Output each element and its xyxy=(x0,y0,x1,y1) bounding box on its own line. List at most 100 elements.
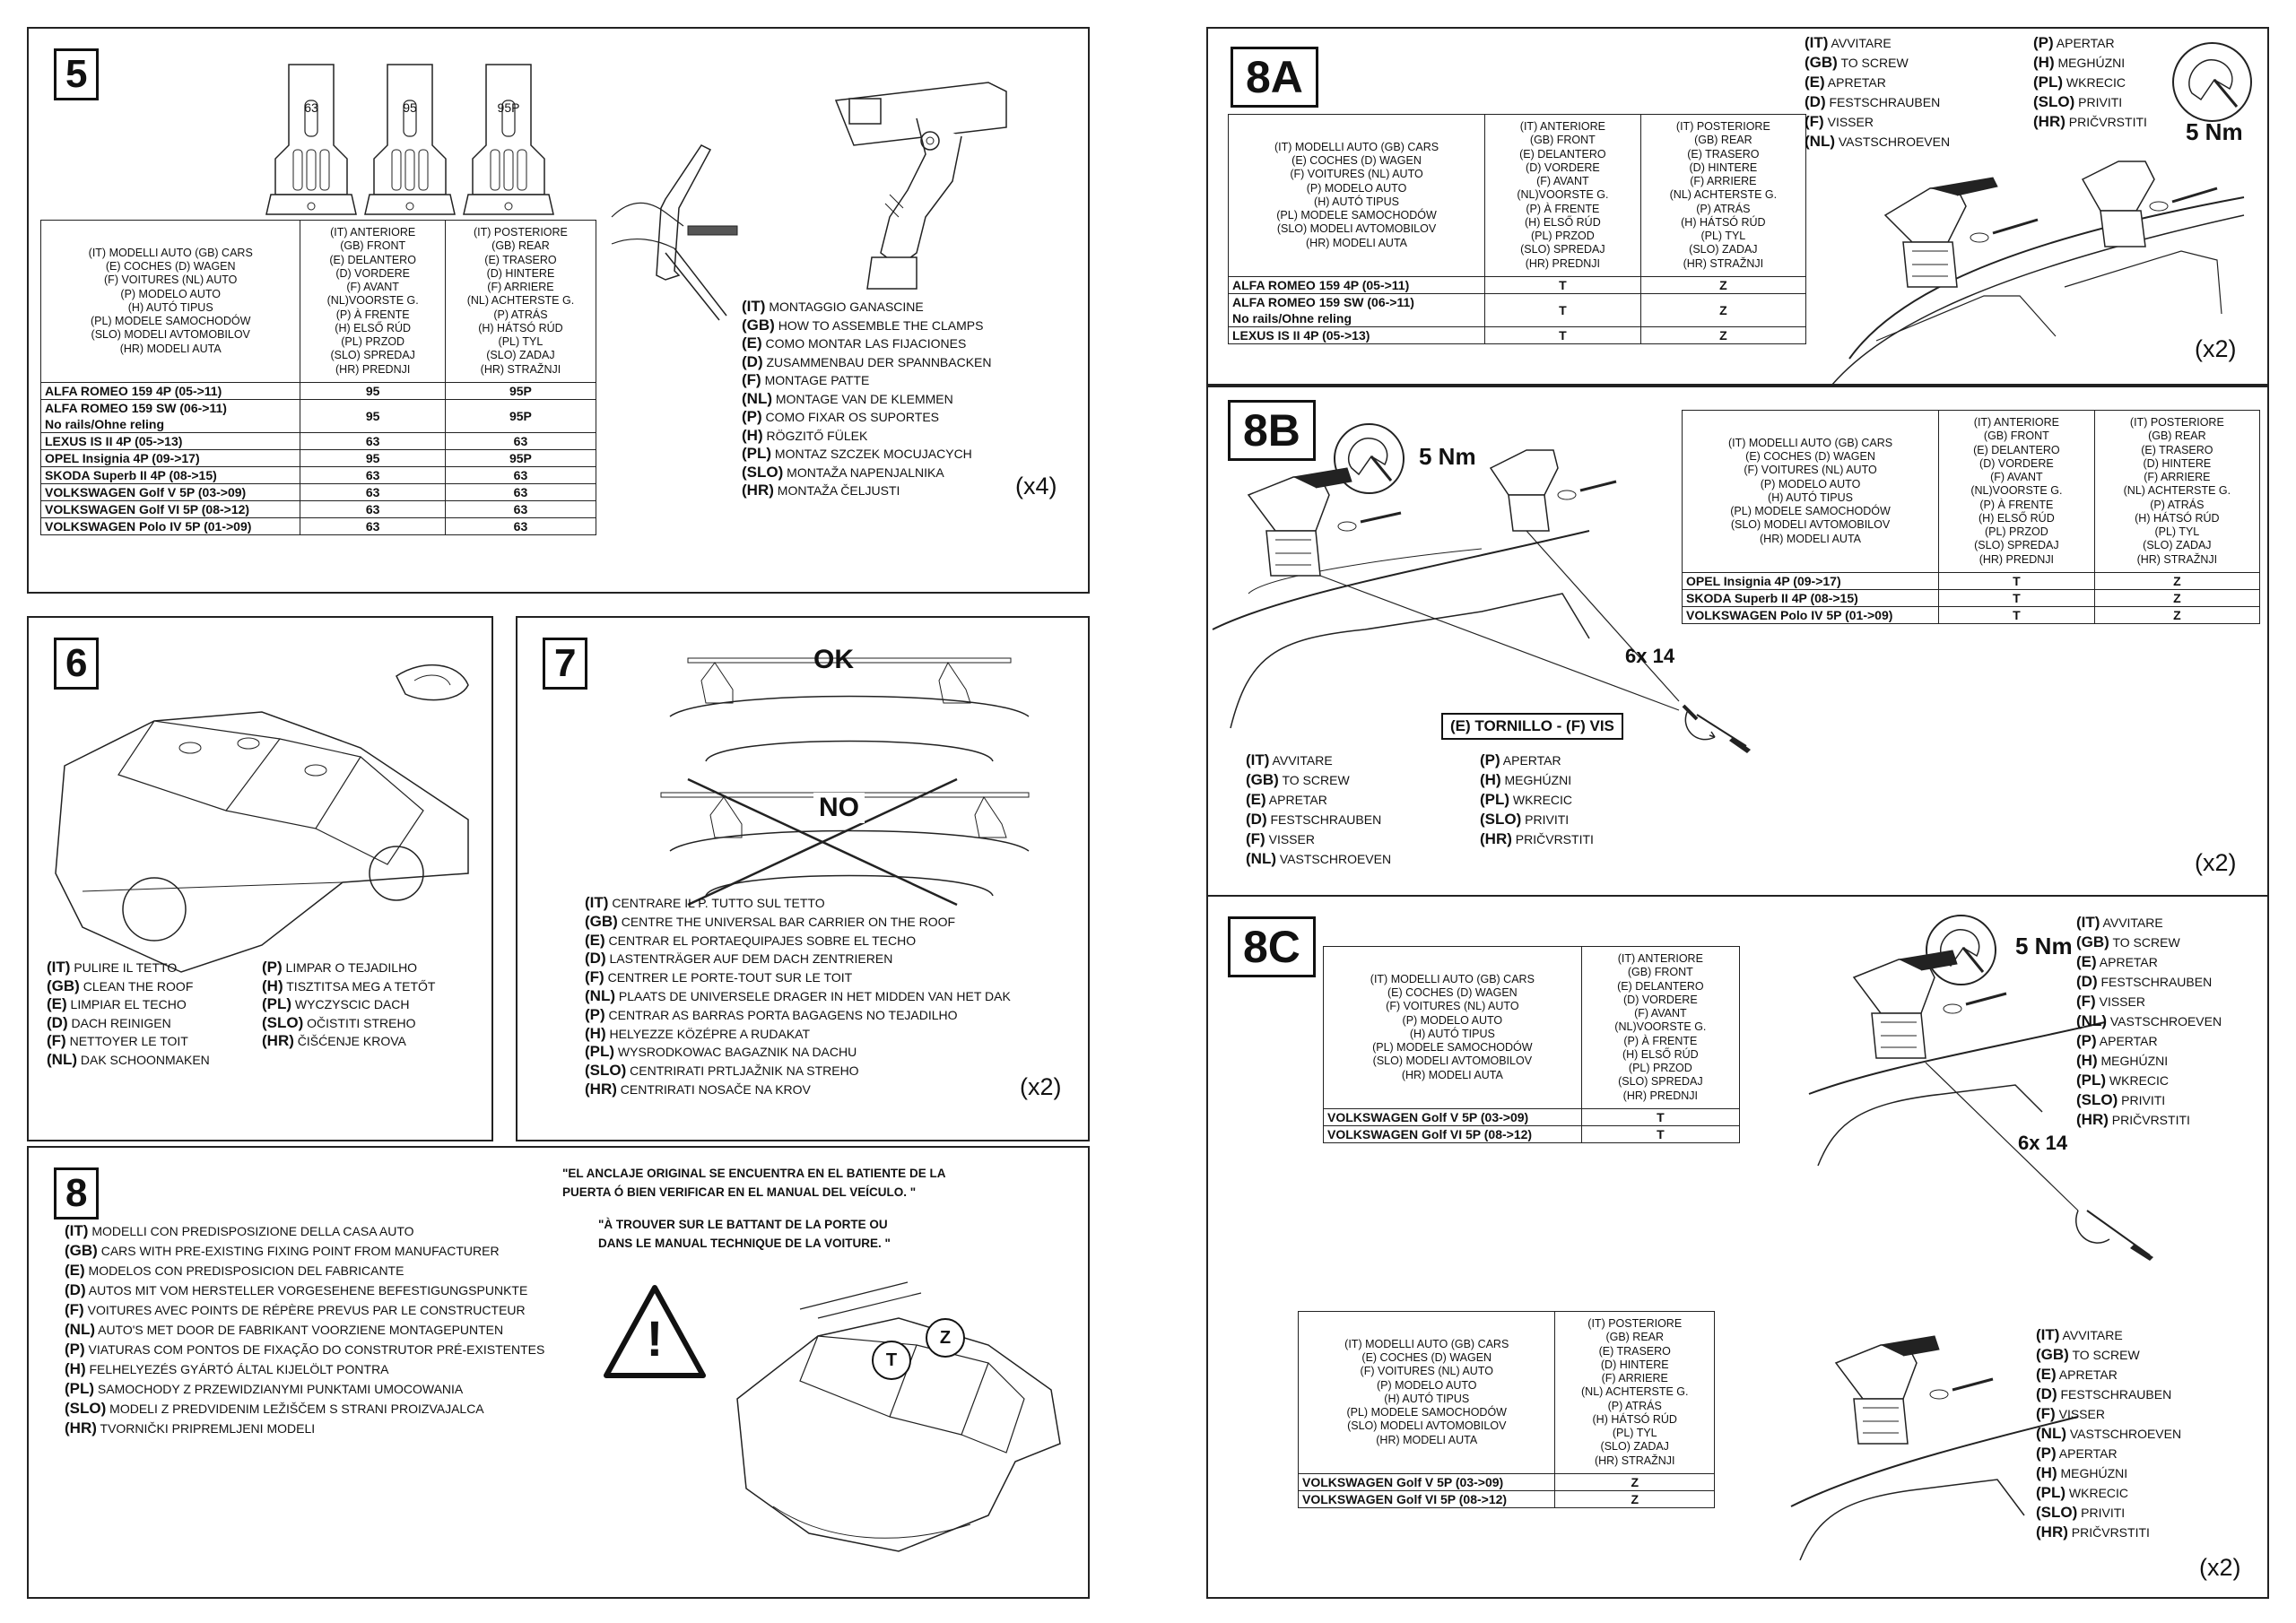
language-code: (E) xyxy=(65,1262,85,1279)
header-line: (PL) MODELE SAMOCHODÓW xyxy=(1730,505,1891,518)
language-code: (E) xyxy=(2076,953,2097,970)
instruction-text: PRIČVRSTITI xyxy=(2108,1113,2190,1127)
instruction-line: (H) FELHELYEZÉS GYÁRTÓ ÁLTAL KIJELÖLT PO… xyxy=(65,1359,544,1379)
header-line: (IT) ANTERIORE xyxy=(330,226,416,239)
header-line: (HR) MODELI AUTA xyxy=(1401,1068,1503,1081)
header-line: (E) COCHES (D) WAGEN xyxy=(105,260,236,273)
step-number: 8B xyxy=(1228,400,1316,461)
header-line: (PL) TYL xyxy=(498,335,544,348)
table-cell-rear: 95P xyxy=(444,381,597,400)
language-code: (D) xyxy=(1246,811,1267,828)
language-code: (GB) xyxy=(65,1242,98,1259)
instruction-line: (D) DACH REINIGEN xyxy=(47,1014,210,1033)
header-line: (E) TRASERO xyxy=(1598,1344,1671,1358)
header-line: (PL) MODELE SAMOCHODÓW xyxy=(90,315,251,328)
multiplier-x2: (x2) xyxy=(2195,335,2237,362)
instruction-text: CENTRIRATI PRTLJAŽNIK NA STREHO xyxy=(626,1063,859,1079)
header-line: (H) AUTÓ TIPUS xyxy=(1314,195,1399,208)
instruction-text: VASTSCHROEVEN xyxy=(2106,1014,2222,1028)
language-code: (SLO) xyxy=(262,1013,304,1031)
table-header-row: (IT) MODELLI AUTO (GB) CARS(E) COCHES (D… xyxy=(1323,946,1741,1109)
header-line: (IT) ANTERIORE xyxy=(1973,416,2059,429)
panel-8c: 8C (IT) MODELLI AUTO (GB) CARS(E) COCHES… xyxy=(1206,895,2269,1599)
header-line: (GB) REAR xyxy=(491,239,550,253)
instruction-text: MONTAŽA NAPENJALNIKA xyxy=(783,464,944,480)
language-code: (F) xyxy=(742,371,761,388)
instruction-text: MODELLI CON PREDISPOSIZIONE DELLA CASA A… xyxy=(88,1224,414,1238)
language-code: (IT) xyxy=(47,959,71,976)
instruction-line: (D) ZUSAMMENBAU DER SPANNBACKEN xyxy=(742,353,992,372)
header-line: (HR) STRAŽNJI xyxy=(480,362,561,376)
header-line: (F) AVANT xyxy=(1990,471,2043,483)
instruction-line: (HR) PRIČVRSTITI xyxy=(2076,1110,2222,1130)
language-code: (PL) xyxy=(2076,1072,2107,1089)
language-code: (NL) xyxy=(1805,133,1835,150)
header-line: (H) HÁTSÓ RÚD xyxy=(1681,215,1766,229)
header-front: (IT) ANTERIORE(GB) FRONT(E) DELANTERO(D)… xyxy=(1484,114,1641,277)
language-code: (E) xyxy=(742,334,762,352)
screw-instructions-col: (P) APERTAR(H) MEGHÚZNI(PL) WKRECIC(SLO)… xyxy=(2033,33,2147,132)
table-cell-model: VOLKSWAGEN Polo IV 5P (01->09) xyxy=(39,516,301,535)
instruction-line: (E) APRETAR xyxy=(1246,790,1391,810)
language-code: (NL) xyxy=(1246,850,1276,867)
instruction-line: (GB) TO SCREW xyxy=(1246,770,1391,790)
header-line: (IT) MODELLI AUTO (GB) CARS xyxy=(1727,436,1893,449)
table-cell-model: VOLKSWAGEN Golf VI 5P (08->12) xyxy=(1323,1124,1582,1143)
language-code: (E) xyxy=(2036,1366,2057,1383)
centering-diagram xyxy=(652,636,1047,905)
instruction-line: (NL) DAK SCHOONMAKEN xyxy=(47,1051,210,1070)
table-cell-model: LEXUS IS II 4P (05->13) xyxy=(1227,325,1486,344)
language-code: (PL) xyxy=(65,1380,95,1397)
instruction-text: WKRECIC xyxy=(2063,75,2126,90)
multiplier-x2: (x2) xyxy=(2195,849,2237,876)
table-cell-model: SKODA Superb II 4P (08->15) xyxy=(39,465,301,484)
instruction-text: AVVITARE xyxy=(1828,36,1892,50)
table-row: VOLKSWAGEN Golf VI 5P (08->12)T xyxy=(1323,1124,1741,1143)
car-fixing-points-illustration xyxy=(719,1282,1069,1551)
instruction-line: (IT) MONTAGGIO GANASCINE xyxy=(742,298,992,317)
instruction-line: (P) CENTRAR AS BARRAS PORTA BAGAGENS NO … xyxy=(585,1006,1011,1025)
table-cell-front: T xyxy=(1938,605,2095,624)
clamp-label: 95P xyxy=(497,100,520,115)
header-line: (F) VOITURES (NL) AUTO xyxy=(1360,1365,1493,1378)
header-line: (E) DELANTERO xyxy=(1519,147,1606,161)
header-line: (P) ATRÁS xyxy=(1696,202,1751,215)
header-line: (F) AVANT xyxy=(1536,175,1589,187)
header-rear: (IT) POSTERIORE(GB) REAR(E) TRASERO(D) H… xyxy=(2093,410,2261,573)
language-code: (PL) xyxy=(585,1043,615,1061)
header-line: (IT) POSTERIORE xyxy=(474,226,568,239)
instruction-text: VISSER xyxy=(1265,832,1315,846)
table-cell-front: T xyxy=(1938,588,2095,607)
header-line: (IT) MODELLI AUTO (GB) CARS xyxy=(1274,140,1439,153)
screw-instructions-8b-col2: (P) APERTAR(H) MEGHÚZNI(PL) WKRECIC(SLO)… xyxy=(1480,751,1594,849)
instruction-text: VISSER xyxy=(1823,115,1874,129)
table-cell-rear: 95P xyxy=(444,448,597,467)
language-code: (HR) xyxy=(262,1032,294,1049)
instruction-line: (E) APRETAR xyxy=(2076,952,2222,972)
fixing-point-z-label: Z xyxy=(939,1328,952,1348)
table-cell-rear: Z xyxy=(1639,275,1807,294)
header-line: (H) HÁTSÓ RÚD xyxy=(478,321,563,334)
instruction-line: (GB) CARS WITH PRE-EXISTING FIXING POINT… xyxy=(65,1241,544,1261)
instruction-line: (HR) PRIČVRSTITI xyxy=(2036,1523,2181,1542)
instruction-text: MONTAGE VAN DE KLEMMEN xyxy=(771,391,953,406)
table-header-row: (IT) MODELLI AUTO (GB) CARS(E) COCHES (D… xyxy=(1681,410,2261,573)
header-line: (E) COCHES (D) WAGEN xyxy=(1387,986,1518,1000)
instruction-text: HELYEZZE KÖZÉPRE A RUDAKAT xyxy=(605,1026,811,1041)
header-line: (F) ARRIERE xyxy=(487,281,554,293)
language-code: (SLO) xyxy=(1480,811,1522,828)
instruction-text: PRIVITI xyxy=(2074,95,2123,109)
instruction-text: CLEAN THE ROOF xyxy=(79,978,194,994)
header-line: (SLO) MODELI AVTOMOBILOV xyxy=(1372,1055,1533,1068)
instruction-text: APRETAR xyxy=(1265,793,1327,807)
language-code: (P) xyxy=(2033,34,2054,51)
fixing-point-t: T xyxy=(872,1341,911,1380)
table-header-row: (IT) MODELLI AUTO (GB) CARS(E) COCHES (D… xyxy=(1227,114,1807,277)
instruction-text: APERTAR xyxy=(2096,1034,2158,1048)
header-line: (NL)VOORSTE G. xyxy=(1614,1020,1707,1034)
instruction-line: (F) VISSER xyxy=(2036,1404,2181,1424)
header-line: (E) TRASERO xyxy=(1687,147,1760,161)
